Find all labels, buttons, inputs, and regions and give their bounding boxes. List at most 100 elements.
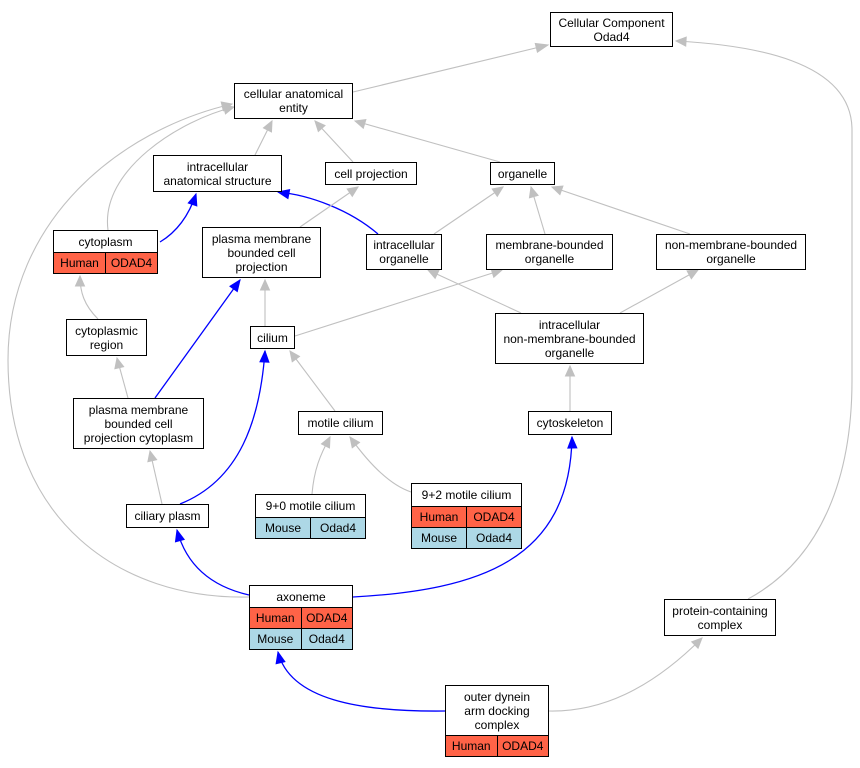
species-cell: Human [54, 253, 105, 273]
arrowhead-odad-to-axoneme [275, 650, 286, 665]
node-label: cytoplasmic region [75, 323, 138, 352]
node-label: plasma membrane bounded cell projection [211, 231, 312, 274]
node-label: organelle [497, 166, 548, 181]
node-label: 9+0 motile cilium [265, 499, 356, 513]
gene-row-human: Human ODAD4 [250, 607, 352, 628]
node-cytoplasmic-region[interactable]: cytoplasmic region [66, 319, 147, 356]
arrowhead-ias-to-cae [262, 119, 273, 133]
node-cytoplasm[interactable]: cytoplasm Human ODAD4 [53, 230, 158, 274]
edge-mc-to-cilium [289, 350, 336, 412]
gene-cell[interactable]: Odad4 [466, 528, 521, 548]
node-cellular-component-root[interactable]: Cellular Component Odad4 [550, 12, 673, 47]
species-cell: Human [412, 507, 466, 527]
arrowhead-cp-plasm-to-pmbcpc [147, 449, 158, 463]
node-non-membrane-bounded-organelle[interactable]: non-membrane-bounded organelle [656, 234, 806, 270]
arrowhead-nmbo-to-org [550, 185, 564, 196]
node-label: ciliary plasm [134, 509, 201, 523]
gene-cell[interactable]: Odad4 [310, 518, 365, 538]
node-membrane-bounded-organelle[interactable]: membrane-bounded organelle [486, 234, 613, 270]
gene-row-mouse: Mouse Odad4 [250, 628, 352, 649]
arrowhead-cr-to-cytoplasm [74, 274, 86, 287]
node-intracellular-non-membrane-bounded-organelle[interactable]: intracellular non-membrane-bounded organ… [495, 313, 644, 364]
node-cilium[interactable]: cilium [250, 326, 295, 349]
node-cell-projection[interactable]: cell projection [325, 162, 417, 185]
arrowhead-odad-to-pcc [690, 637, 703, 650]
node-label: cilium [257, 330, 288, 345]
gene-cell[interactable]: ODAD4 [466, 507, 521, 527]
edge-cp-plasm-to-cilium [179, 350, 266, 505]
arrowhead-axoneme-to-cae [220, 101, 234, 112]
node-cellular-anatomical-entity[interactable]: cellular anatomical entity [234, 83, 353, 119]
arrowhead-mc-to-cilium [289, 350, 301, 363]
edge-cae-to-root [352, 44, 549, 93]
node-label: membrane-bounded organelle [495, 238, 604, 266]
node-plasma-membrane-bounded-cell-projection[interactable]: plasma membrane bounded cell projection [202, 227, 321, 278]
gene-cell[interactable]: ODAD4 [496, 736, 548, 756]
species-cell: Human [446, 736, 497, 756]
node-label: motile cilium [307, 416, 374, 430]
arrowhead-cilium-to-pmbcp [259, 278, 271, 291]
arrowhead-root-from-pcc [674, 36, 687, 47]
edge-axoneme-to-cae [7, 103, 250, 598]
node-label: intracellular organelle [373, 238, 435, 266]
edge-axoneme-to-cyto [352, 436, 573, 598]
gene-row-mouse: Mouse Odad4 [256, 517, 365, 538]
node-axoneme[interactable]: axoneme Human ODAD4 Mouse Odad4 [249, 585, 353, 650]
node-label: cytoskeleton [536, 416, 604, 430]
node-label: intracellular non-membrane-bounded organ… [503, 317, 636, 360]
edge-pmbcp-to-cp [299, 186, 359, 228]
gene-cell[interactable]: ODAD4 [300, 608, 352, 628]
arrowhead-axoneme-to-cyto [567, 435, 578, 449]
node-outer-dynein-arm-docking-complex[interactable]: outer dynein arm docking complex Human O… [445, 685, 549, 757]
node-ciliary-plasm[interactable]: ciliary plasm [126, 504, 209, 528]
node-label: 9+2 motile cilium [421, 488, 512, 502]
edge-root-from-pcc [675, 40, 853, 600]
gene-row-human: Human ODAD4 [446, 735, 548, 756]
arrowhead-io-to-org [491, 186, 505, 198]
node-organelle[interactable]: organelle [490, 162, 555, 185]
node-motile-cilium[interactable]: motile cilium [298, 411, 383, 435]
arrowhead-cytoplasm-to-ias [187, 192, 198, 207]
arrowhead-cyto-to-inmbo [564, 364, 576, 377]
node-label: plasma membrane bounded cell projection … [83, 402, 194, 445]
species-cell: Mouse [250, 629, 301, 649]
arrowhead-pmbcpc-to-cr [114, 356, 125, 370]
edge-axoneme-to-cp-plasm [176, 529, 250, 596]
edge-odad-to-axoneme [277, 651, 446, 712]
node-label: cytoplasm [78, 234, 133, 249]
arrowhead-inmbo-to-io [426, 269, 440, 280]
species-cell: Human [250, 608, 301, 628]
node-label: cell projection [334, 166, 408, 181]
edge-inmbo-to-nmbo [619, 269, 699, 314]
node-label: Cellular Component Odad4 [558, 15, 665, 44]
arrowhead-cae-to-root [534, 42, 550, 54]
arrowhead-cp-to-cae [314, 120, 326, 133]
arrowhead-cp-plasm-to-cilium [259, 349, 270, 363]
node-plasma-membrane-bounded-cell-projection-cytoplasm[interactable]: plasma membrane bounded cell projection … [73, 398, 204, 449]
node-label: outer dynein arm docking complex [463, 689, 531, 732]
node-label: axoneme [276, 589, 326, 604]
node-intracellular-anatomical-structure[interactable]: intracellular anatomical structure [153, 155, 282, 192]
node-9-0-motile-cilium[interactable]: 9+0 motile cilium Mouse Odad4 [255, 494, 366, 539]
node-cytoskeleton[interactable]: cytoskeleton [528, 411, 612, 435]
edge-io-to-org [433, 186, 504, 235]
gene-cell[interactable]: Odad4 [300, 629, 352, 649]
node-protein-containing-complex[interactable]: protein-containing complex [664, 599, 776, 636]
arrowhead-inmbo-to-nmbo [686, 269, 700, 280]
gene-row-mouse: Mouse Odad4 [412, 527, 521, 548]
gene-cell[interactable]: ODAD4 [105, 253, 157, 273]
node-label: intracellular anatomical structure [163, 159, 272, 188]
arrowhead-axoneme-to-cp-plasm [174, 528, 186, 543]
node-9-2-motile-cilium[interactable]: 9+2 motile cilium Human ODAD4 Mouse Odad… [411, 483, 522, 549]
arrowhead-mc92-to-mc [349, 436, 361, 449]
node-label: protein-containing complex [672, 603, 768, 632]
arrowhead-mbo-to-org [528, 185, 539, 199]
edge-mc92-to-mc [349, 436, 412, 493]
gene-row-human: Human ODAD4 [54, 252, 157, 273]
edge-org-to-cae [354, 120, 501, 163]
species-cell: Mouse [256, 518, 310, 538]
node-intracellular-organelle[interactable]: intracellular organelle [366, 234, 442, 270]
edge-nmbo-to-org [551, 186, 691, 235]
